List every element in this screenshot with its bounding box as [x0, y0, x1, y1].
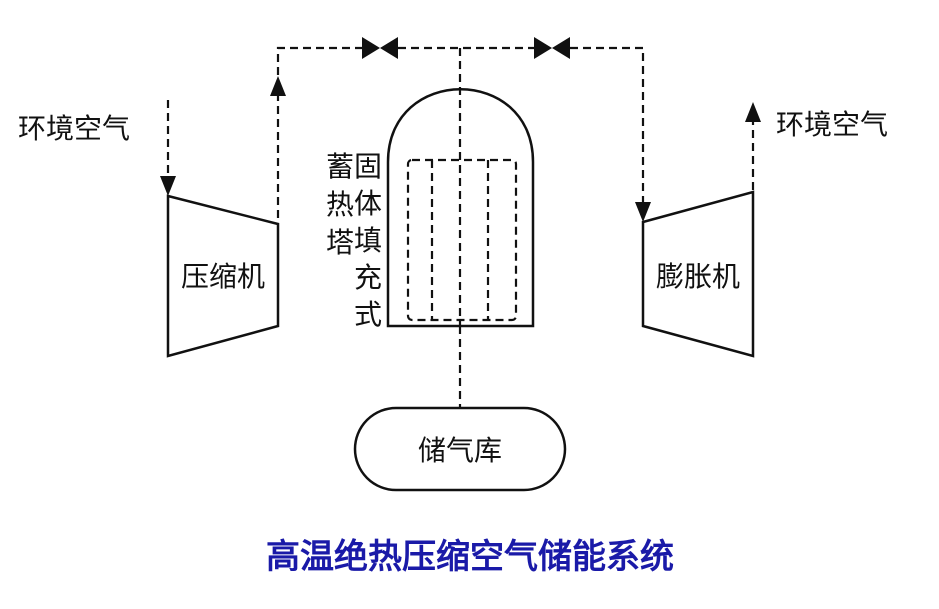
compressor-label: 压缩机	[181, 260, 265, 293]
tower-char-3: 塔	[326, 226, 354, 259]
compressor-outlet-arrow-icon	[270, 76, 286, 96]
air-storage-label: 储气库	[418, 434, 502, 467]
packed-char-5: 式	[354, 298, 382, 331]
top-pipe-left	[276, 46, 362, 218]
valve-right-icon	[534, 37, 570, 59]
expander-body	[641, 190, 755, 358]
tower-char-1: 蓄	[326, 150, 354, 183]
ambient-air-right-label: 环境空气	[776, 108, 888, 141]
packed-char-3: 填	[354, 224, 382, 257]
packed-char-4: 充	[354, 261, 382, 294]
ambient-air-right-arrow-icon	[745, 102, 761, 122]
packed-char-1: 固	[354, 150, 382, 183]
valve-left-icon	[362, 37, 398, 59]
heat-storage-tower-body	[386, 88, 535, 328]
compressor-body	[166, 194, 280, 358]
expander-label: 膨胀机	[656, 260, 740, 293]
diagram-caption: 高温绝热压缩空气储能系统	[266, 537, 674, 577]
expander-inlet-arrow-icon	[635, 202, 651, 222]
top-pipe-right	[570, 46, 645, 205]
packed-bed-outer	[406, 158, 518, 322]
packed-char-2: 体	[354, 187, 382, 220]
solid-packed-label: 固 体 填 充 式	[354, 150, 382, 331]
heat-storage-tower-label: 蓄 热 塔	[326, 150, 354, 259]
air-storage-body	[353, 406, 567, 492]
ambient-air-left-arrow-icon	[160, 176, 176, 196]
tower-char-2: 热	[326, 188, 354, 221]
ambient-air-left-label: 环境空气	[18, 112, 130, 145]
